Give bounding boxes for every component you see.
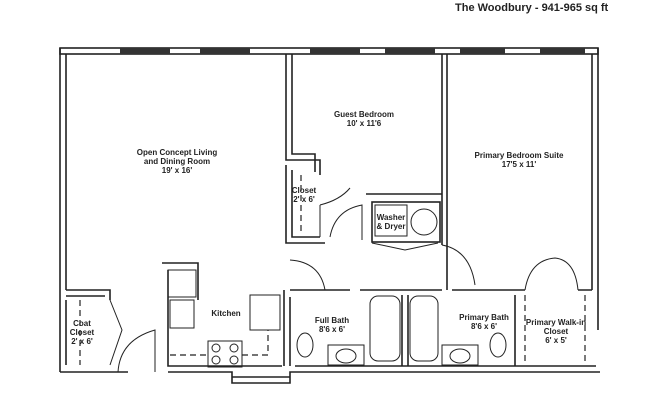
room-name: Kitchen <box>211 309 241 318</box>
room-dimensions: 8'6 x 6' <box>318 325 346 334</box>
room-name: and Dining Room <box>143 157 211 166</box>
room-name: Guest Bedroom <box>333 110 395 119</box>
walk-in-closet-rods <box>524 295 586 365</box>
room-name: Primary Bath <box>459 313 509 322</box>
full-bath-tub <box>369 295 401 362</box>
washer <box>374 204 408 237</box>
primary-bath-toilet <box>489 332 507 358</box>
left-exterior-wall <box>59 48 67 372</box>
entry-door <box>117 329 156 373</box>
room-dimensions: 2' x 6' <box>293 195 315 204</box>
floor-plan-title: The Woodbury - 941-965 sq ft <box>455 2 609 14</box>
room-name: Full Bath <box>314 316 350 325</box>
room-dimensions: 8'6 x 6' <box>470 322 498 331</box>
laundry-closet <box>371 201 441 243</box>
primary-bedroom-door <box>441 244 476 286</box>
kitchen-walls <box>162 262 282 367</box>
room-name: Open Concept Living <box>136 148 218 157</box>
room-label-guest-bedroom: Guest Bedroom 10' x 11'6 <box>334 110 394 128</box>
stove-burners <box>211 343 239 365</box>
room-name: Washer <box>376 213 406 222</box>
coat-closet-bifold-door <box>109 299 123 366</box>
bottom-exterior-wall <box>60 371 600 384</box>
bottom-inner-wall <box>232 365 596 378</box>
room-label-closet: Closet 2' x 6' <box>292 186 316 204</box>
room-name: Coat <box>73 319 91 328</box>
room-label-primary-bath: Primary Bath 8'6 x 6' <box>459 313 509 331</box>
full-bath-toilet <box>296 332 314 358</box>
refrigerator <box>249 294 281 331</box>
counter-edge <box>170 330 269 356</box>
full-bath-vanity <box>327 344 365 366</box>
dryer <box>410 208 438 236</box>
room-name: Closet <box>543 327 569 336</box>
right-exterior-wall <box>591 48 599 330</box>
room-label-coat-closet: Coat Closet 2' x 6' <box>70 319 94 346</box>
upper-cabinet <box>167 269 197 298</box>
guest-bedroom-door <box>329 204 363 240</box>
primary-bath-vanity <box>441 344 479 366</box>
full-bath-sink <box>335 348 357 364</box>
room-dimensions: 19' x 16' <box>161 166 193 175</box>
windows <box>120 48 585 54</box>
room-label-living: Open Concept Living and Dining Room 19' … <box>137 148 217 175</box>
primary-bath-tub <box>409 295 439 362</box>
room-name: & Dryer <box>376 222 406 231</box>
room-label-primary-bedroom: Primary Bedroom Suite 17'5 x 11' <box>475 151 564 169</box>
room-label-kitchen: Kitchen <box>211 309 240 318</box>
stove <box>207 340 243 368</box>
guest-bedroom-walls <box>285 54 448 290</box>
room-name: Primary Walk-in <box>525 318 587 327</box>
room-dimensions: 10' x 11'6 <box>346 119 382 128</box>
room-label-full-bath: Full Bath 8'6 x 6' <box>315 316 349 334</box>
bath-partition-walls <box>401 295 516 366</box>
walk-in-closet-door <box>524 257 579 291</box>
room-name: Closet <box>291 186 317 195</box>
bath-walls <box>283 289 592 366</box>
primary-bath-sink <box>449 348 471 364</box>
room-label-walk-in-closet: Primary Walk-in Closet 6' x 5' <box>526 318 586 345</box>
laundry-bifold-door <box>371 242 439 251</box>
room-label-washer-dryer: Washer & Dryer <box>377 213 406 231</box>
room-dimensions: 17'5 x 11' <box>501 160 537 169</box>
room-dimensions: 6' x 5' <box>545 336 567 345</box>
closet-door <box>319 187 351 237</box>
room-name: Primary Bedroom Suite <box>474 151 564 160</box>
full-bath-door <box>289 259 326 291</box>
coat-closet-top-wall <box>66 289 111 300</box>
dishwasher <box>169 299 195 329</box>
room-dimensions: 2' x 6' <box>71 337 93 346</box>
room-name: Closet <box>69 328 95 337</box>
